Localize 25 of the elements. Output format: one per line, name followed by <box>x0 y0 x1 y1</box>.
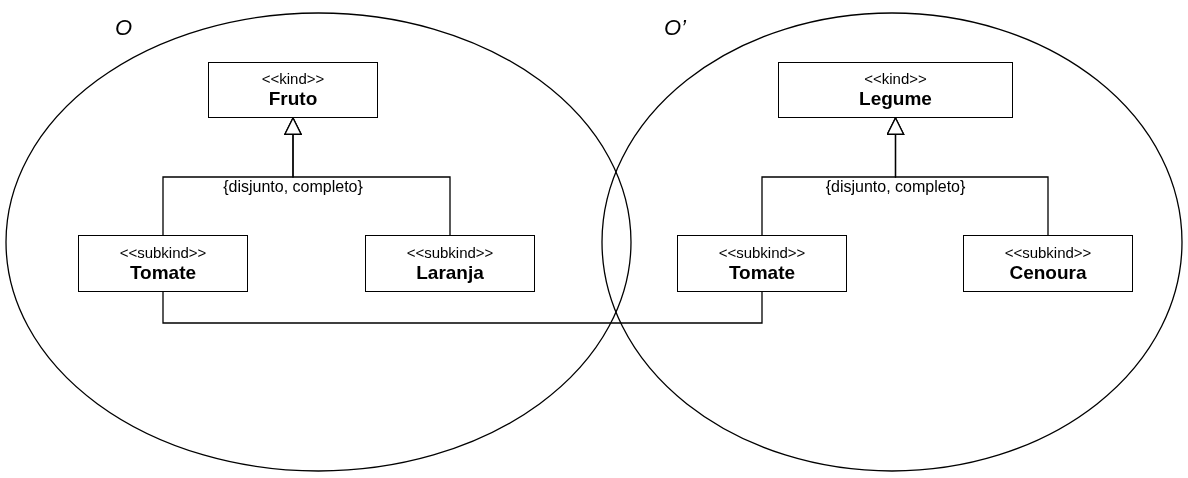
region-label: O’ <box>664 16 686 40</box>
edge-label: {disjunto, completo} <box>823 178 968 196</box>
class-name: Tomate <box>129 261 197 284</box>
class-box <box>78 235 248 292</box>
class-name: Laranja <box>416 261 484 284</box>
class-box <box>963 235 1133 292</box>
region-label: O <box>115 16 133 40</box>
class-name: Tomate <box>728 261 796 284</box>
class-box <box>208 62 378 118</box>
class-box <box>677 235 847 292</box>
stereotype-text: <<subkind>> <box>718 243 806 262</box>
stereotype-text: <<subkind>> <box>119 243 207 262</box>
edge-label: {disjunto, completo} <box>221 178 365 196</box>
generalization-arrow <box>284 117 451 236</box>
generalization-arrow <box>886 117 1049 236</box>
class-name: Fruto <box>268 88 318 110</box>
class-name: Cenoura <box>1009 261 1087 284</box>
connector-line <box>162 291 763 324</box>
stereotype-text: <<subkind>> <box>1004 243 1092 262</box>
class-box <box>778 62 1013 118</box>
class-name: Legume <box>859 88 932 110</box>
class-box <box>365 235 535 292</box>
stereotype-text: <<kind>> <box>864 70 927 88</box>
stereotype-text: <<subkind>> <box>406 243 494 262</box>
stereotype-text: <<kind>> <box>261 70 325 88</box>
